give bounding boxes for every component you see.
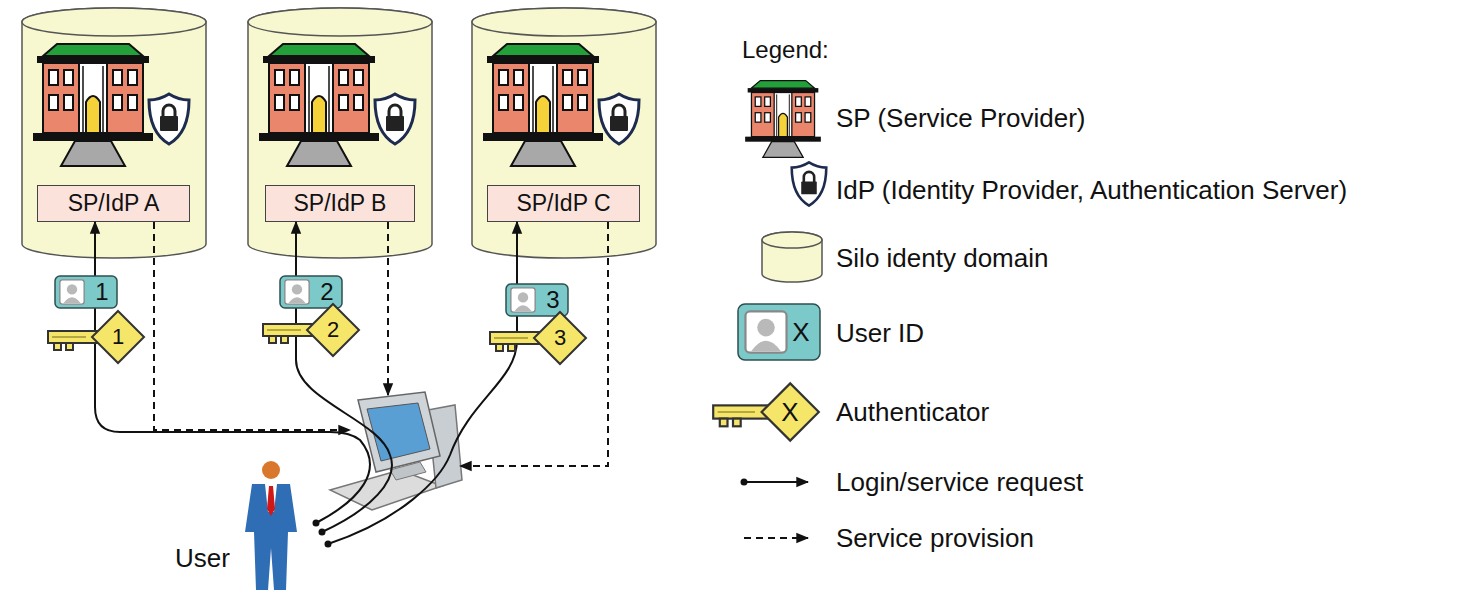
callout-number: X — [781, 397, 798, 428]
callout-number: 1 — [95, 278, 108, 306]
callout-number: 3 — [546, 286, 559, 314]
service-provision-line — [387, 222, 389, 395]
legend-text: Service provision — [836, 523, 1034, 554]
silo-cylinder — [22, 8, 656, 258]
callout-number: 2 — [320, 278, 333, 306]
service-provision-line — [460, 222, 608, 466]
box-label: SP/IdP C — [516, 190, 610, 217]
user-label: User — [175, 543, 230, 574]
legend-text: Silo identy domain — [836, 243, 1048, 274]
computer-icon — [330, 392, 462, 510]
callout-number: X — [792, 317, 809, 348]
login-request-line — [328, 222, 517, 544]
sp-idp-box: SP/IdP C — [487, 185, 640, 222]
legend-text: Login/service request — [836, 467, 1083, 498]
legend-text: Authenticator — [836, 397, 989, 428]
legend-text: SP (Service Provider) — [836, 103, 1086, 134]
line-start-dot — [325, 541, 332, 548]
legend-text: User ID — [836, 318, 924, 349]
sp-idp-box: SP/IdP A — [37, 185, 190, 222]
user-node: User — [170, 395, 465, 595]
callout-number: 1 — [112, 324, 124, 350]
user-id-badge — [55, 276, 820, 360]
callout-number: 3 — [554, 325, 566, 351]
login-request-line — [95, 222, 370, 523]
legend-heading: Legend: — [742, 36, 829, 64]
callout-number: 2 — [327, 317, 339, 343]
user-figure — [245, 461, 297, 590]
sp-idp-box: SP/IdP B — [265, 185, 415, 222]
legend-text: IdP (Identity Provider, Authentication S… — [836, 175, 1347, 206]
box-label: SP/IdP A — [68, 190, 160, 217]
login-request-line — [296, 222, 392, 532]
line-start-dot — [319, 529, 326, 536]
box-label: SP/IdP B — [294, 190, 387, 217]
line-start-dot — [313, 520, 320, 527]
authenticator-key — [48, 304, 819, 441]
sp-idp-icon — [33, 44, 639, 166]
